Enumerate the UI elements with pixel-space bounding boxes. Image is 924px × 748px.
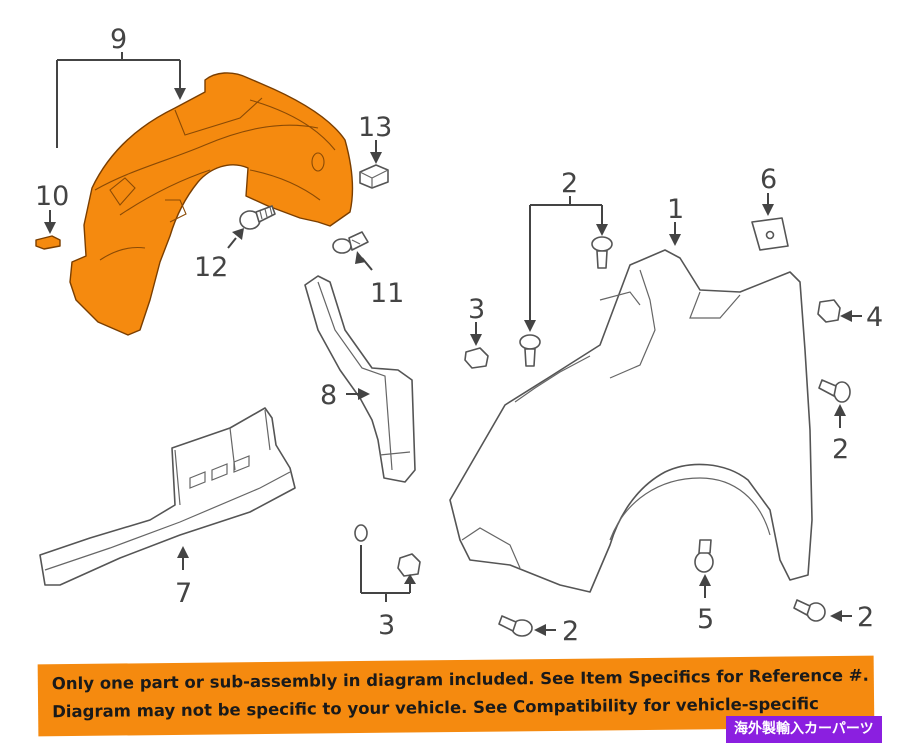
bolt-part-5: [694, 539, 714, 573]
callout-8: 8: [320, 380, 337, 411]
callout-6: 6: [760, 164, 777, 195]
reinforcement-part-7: [39, 407, 296, 586]
callout-11: 11: [370, 278, 404, 309]
callout-2-bottom-right: 2: [857, 602, 874, 633]
clip-part-10: [35, 235, 61, 250]
bolt-part-2-bottom-mid: [498, 615, 533, 637]
parts-diagram: 9 10 13 12 11 2 1 6 4 3 8 2 7 3 5 2 2: [35, 24, 883, 647]
bolt-part-12: [239, 205, 276, 230]
callout-9: 9: [110, 24, 127, 55]
import-parts-badge: 海外製輸入カーパーツ: [726, 716, 882, 743]
washer-part-3-bottom: [354, 524, 368, 542]
bolt-part-2-right: [818, 379, 851, 403]
callout-1: 1: [667, 194, 684, 225]
disclaimer-line-2: Diagram may not be specific to your vehi…: [52, 694, 819, 722]
callout-3-mid: 3: [468, 294, 485, 325]
clip-part-13: [359, 164, 389, 189]
callout-2-bottom-mid: 2: [562, 616, 579, 647]
callout-13: 13: [358, 112, 392, 143]
callout-5: 5: [697, 604, 714, 635]
callout-2-right: 2: [832, 434, 849, 465]
callout-3-bottom: 3: [378, 610, 395, 641]
push-pin-part-11: [332, 231, 369, 254]
disclaimer-line-1: Only one part or sub-assembly in diagram…: [51, 665, 869, 694]
callout-4: 4: [866, 302, 883, 333]
clip-nut-part-3-bottom: [397, 553, 421, 577]
clip-nut-part-3-mid: [464, 347, 489, 369]
bracket-part-8: [304, 275, 416, 483]
fender-liner-part: [69, 72, 354, 336]
callout-2-top: 2: [561, 168, 578, 199]
bolt-part-2-mid: [519, 334, 541, 367]
fender-part-1: [449, 249, 813, 593]
bolt-part-2-bottom-right: [793, 599, 826, 622]
callout-12: 12: [194, 252, 228, 283]
clip-nut-part-4: [817, 299, 841, 323]
callout-10: 10: [35, 181, 69, 212]
callout-7: 7: [175, 578, 192, 609]
bracket-part-6: [751, 217, 789, 251]
bolt-part-2-top: [591, 236, 613, 269]
leader-lines: [44, 52, 862, 636]
